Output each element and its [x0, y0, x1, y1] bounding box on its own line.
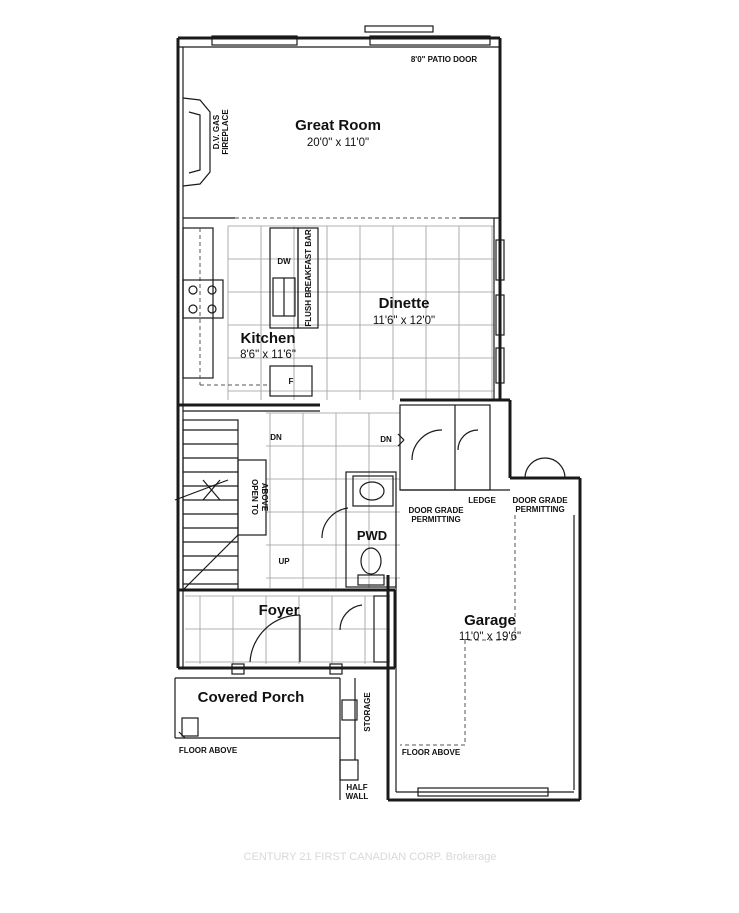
dw-label: DW [277, 257, 291, 266]
flush-bar-label: FLUSH BREAKFAST BAR [304, 229, 313, 327]
kitchen-name: Kitchen [240, 330, 295, 347]
pwd-label: PWD [357, 528, 387, 543]
floor-above-garage-label: FLOOR ABOVE [402, 748, 461, 757]
door-grade-1-line1: DOOR GRADE [408, 506, 464, 515]
foyer-name: Foyer [259, 602, 300, 619]
hall-closets: DN [380, 404, 491, 491]
garage-dims: 11'0" x 19'6" [459, 631, 521, 643]
half-wall-line1: HALF [346, 783, 367, 792]
door-grade-1-line2: PERMITTING [411, 515, 460, 524]
floor-above-porch-label: FLOOR ABOVE [179, 746, 238, 755]
kitchen-dims: 8'6" x 11'6" [240, 349, 296, 361]
dn-stair-label: DN [270, 433, 282, 442]
patio-door-label: 8'0" PATIO DOOR [411, 55, 478, 64]
exterior-walls [174, 36, 582, 802]
stove-icon [182, 279, 224, 319]
garage-name: Garage [464, 612, 516, 629]
door-grade-2-line1: DOOR GRADE [512, 496, 568, 505]
dn-hall-label: DN [380, 435, 392, 444]
foyer-doors [249, 595, 390, 663]
room-labels: Great Room 20'0" x 11'0" Dinette 11'6" x… [198, 117, 521, 706]
fireplace-label-1: D.V. GAS [212, 114, 221, 149]
dinette-dims: 11'6" x 12'0" [373, 315, 435, 327]
fireplace-label-2: FIREPLACE [221, 109, 230, 155]
fridge-label: F [289, 377, 294, 386]
great-room-name: Great Room [295, 117, 381, 134]
watermark: CENTURY 21 FIRST CANADIAN CORP. Brokerag… [244, 851, 497, 863]
up-label: UP [278, 557, 290, 566]
annotations: 8'0" PATIO DOOR LEDGE DOOR GRADE PERMITT… [179, 55, 568, 801]
toilet-icon [360, 547, 382, 575]
staircase: OPEN TO ABOVE DN UP [174, 419, 290, 591]
fridge-icon [269, 365, 313, 397]
door-grade-2-line2: PERMITTING [515, 505, 564, 514]
fireplace: D.V. GAS FIREPLACE [182, 97, 230, 187]
great-room-dims: 20'0" x 11'0" [307, 137, 369, 149]
dinette-name: Dinette [379, 295, 430, 312]
covered-porch-name: Covered Porch [198, 689, 305, 706]
kitchen-fixtures: DW FLUSH BREAKFAST BAR F [182, 227, 319, 397]
windows [211, 25, 549, 797]
half-wall-line2: WALL [346, 792, 369, 801]
sink-basin-icon [359, 481, 385, 501]
garage-details [178, 457, 566, 781]
storage-label: STORAGE [363, 692, 372, 732]
open-to-label-1: OPEN TO [250, 479, 259, 515]
powder-room: PWD [321, 471, 397, 588]
open-to-label-2: ABOVE [260, 483, 269, 512]
ledge-label: LEDGE [468, 496, 496, 505]
tile-grid [185, 225, 494, 664]
